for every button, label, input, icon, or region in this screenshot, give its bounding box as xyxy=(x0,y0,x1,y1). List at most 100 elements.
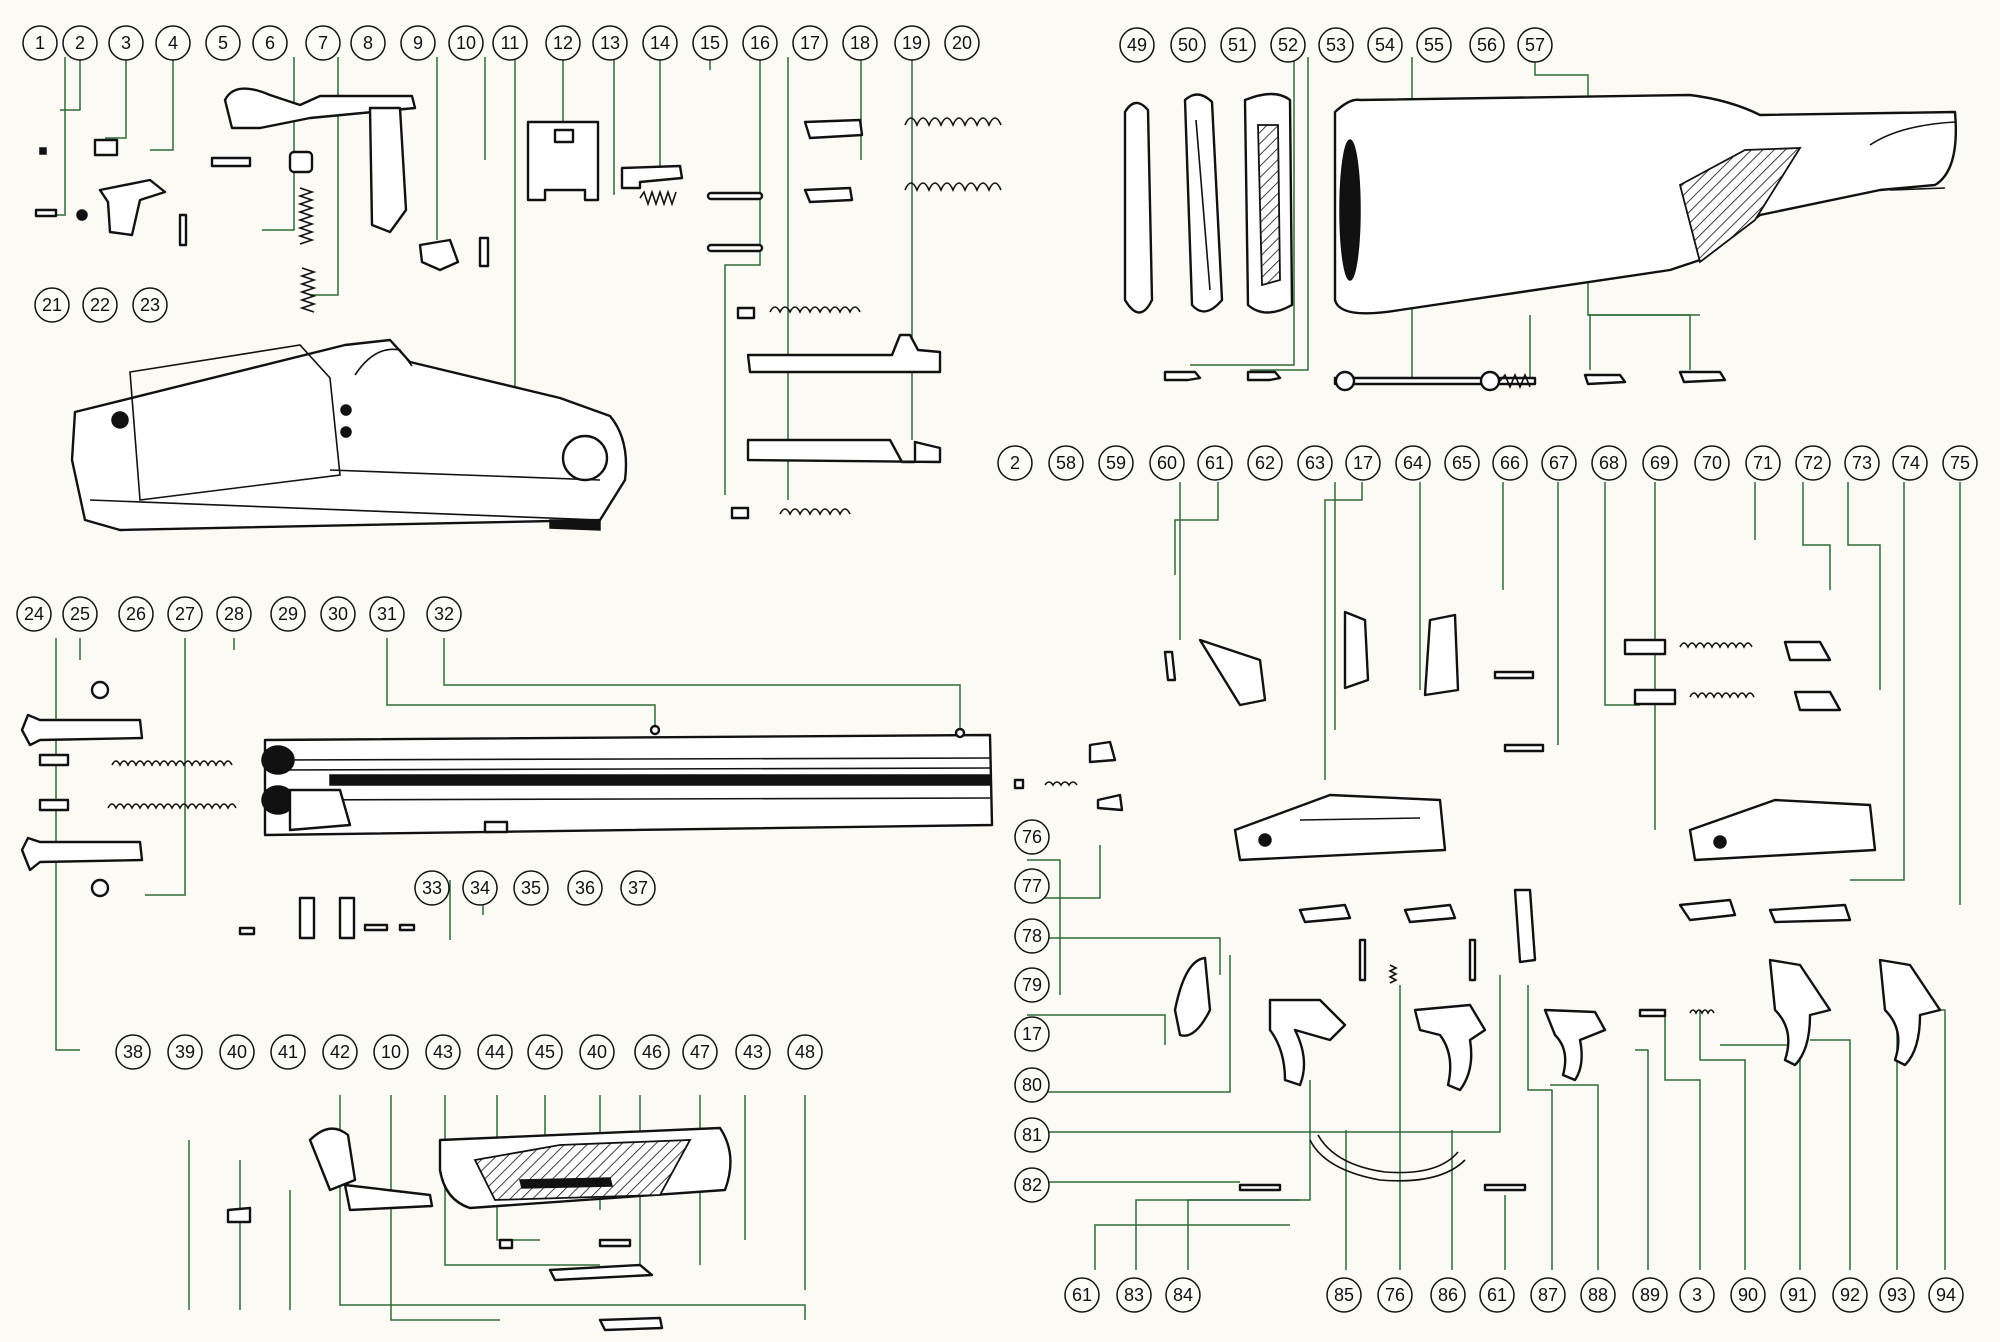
callout-number: 5 xyxy=(218,33,228,53)
callout-number: 20 xyxy=(952,33,972,53)
callout-number: 27 xyxy=(175,604,195,624)
callout-43: 43 xyxy=(735,1034,771,1070)
callout-number: 55 xyxy=(1424,35,1444,55)
callout-57: 57 xyxy=(1517,27,1553,63)
callout-32: 32 xyxy=(426,596,462,632)
callout-85: 85 xyxy=(1326,1277,1362,1313)
callout-83: 83 xyxy=(1116,1277,1152,1313)
callout-21: 21 xyxy=(34,287,70,323)
callout-45: 45 xyxy=(527,1034,563,1070)
callout-10: 10 xyxy=(373,1034,409,1070)
callout-number: 61 xyxy=(1205,453,1225,473)
forend xyxy=(226,1126,732,1332)
callout-number: 60 xyxy=(1157,453,1177,473)
callout-60: 60 xyxy=(1149,445,1185,481)
callout-number: 39 xyxy=(175,1042,195,1062)
callout-number: 36 xyxy=(575,878,595,898)
callout-76: 76 xyxy=(1014,819,1050,855)
callout-number: 49 xyxy=(1127,35,1147,55)
callout-5: 5 xyxy=(205,25,241,61)
callout-74: 74 xyxy=(1892,445,1928,481)
callout-61: 61 xyxy=(1197,445,1233,481)
callout-number: 3 xyxy=(121,33,131,53)
callout-84: 84 xyxy=(1165,1277,1201,1313)
callout-number: 50 xyxy=(1178,35,1198,55)
callout-number: 80 xyxy=(1022,1075,1042,1095)
callout-53: 53 xyxy=(1318,27,1354,63)
callout-91: 91 xyxy=(1780,1277,1816,1313)
callout-79: 79 xyxy=(1014,967,1050,1003)
callout-23: 23 xyxy=(132,287,168,323)
callout-number: 70 xyxy=(1702,453,1722,473)
callout-2: 2 xyxy=(62,25,98,61)
callout-number: 16 xyxy=(750,33,770,53)
callout-71: 71 xyxy=(1745,445,1781,481)
callout-number: 72 xyxy=(1803,453,1823,473)
callout-94: 94 xyxy=(1928,1277,1964,1313)
callout-number: 23 xyxy=(140,295,160,315)
callout-number: 91 xyxy=(1788,1285,1808,1305)
callout-46: 46 xyxy=(634,1034,670,1070)
callout-3: 3 xyxy=(1679,1277,1715,1313)
callout-number: 2 xyxy=(1010,453,1020,473)
top-left-small-parts xyxy=(34,87,1002,313)
callout-47: 47 xyxy=(682,1034,718,1070)
callout-number: 8 xyxy=(363,33,373,53)
callout-15: 15 xyxy=(692,25,728,61)
callout-number: 30 xyxy=(328,604,348,624)
callout-number: 25 xyxy=(70,604,90,624)
callout-number: 59 xyxy=(1106,453,1126,473)
ejector-parts xyxy=(20,680,237,898)
callout-81: 81 xyxy=(1014,1117,1050,1153)
callout-2: 2 xyxy=(997,445,1033,481)
callout-68: 68 xyxy=(1591,445,1627,481)
callout-number: 77 xyxy=(1022,876,1042,896)
callout-67: 67 xyxy=(1541,445,1577,481)
callout-62: 62 xyxy=(1247,445,1283,481)
callout-13: 13 xyxy=(592,25,628,61)
callout-number: 17 xyxy=(800,33,820,53)
callout-number: 85 xyxy=(1334,1285,1354,1305)
callout-26: 26 xyxy=(118,596,154,632)
callout-6: 6 xyxy=(252,25,288,61)
callout-24: 24 xyxy=(16,596,52,632)
callout-22: 22 xyxy=(82,287,118,323)
callout-38: 38 xyxy=(115,1034,151,1070)
callout-42: 42 xyxy=(322,1034,358,1070)
callout-number: 52 xyxy=(1278,35,1298,55)
callout-number: 68 xyxy=(1599,453,1619,473)
callout-16: 16 xyxy=(742,25,778,61)
callout-number: 31 xyxy=(377,604,397,624)
callout-48: 48 xyxy=(787,1034,823,1070)
callout-34: 34 xyxy=(462,870,498,906)
callout-number: 37 xyxy=(628,878,648,898)
callout-number: 78 xyxy=(1022,926,1042,946)
callout-number: 76 xyxy=(1022,827,1042,847)
callout-18: 18 xyxy=(842,25,878,61)
callout-number: 54 xyxy=(1375,35,1395,55)
callout-number: 24 xyxy=(24,604,44,624)
callout-number: 43 xyxy=(433,1042,453,1062)
callout-75: 75 xyxy=(1942,445,1978,481)
callout-number: 12 xyxy=(553,33,573,53)
callout-54: 54 xyxy=(1367,27,1403,63)
callout-58: 58 xyxy=(1048,445,1084,481)
callout-89: 89 xyxy=(1632,1277,1668,1313)
callout-number: 40 xyxy=(227,1042,247,1062)
callout-number: 22 xyxy=(90,295,110,315)
callout-90: 90 xyxy=(1730,1277,1766,1313)
callout-number: 7 xyxy=(318,33,328,53)
callout-number: 4 xyxy=(168,33,178,53)
callout-number: 34 xyxy=(470,878,490,898)
callout-41: 41 xyxy=(270,1034,306,1070)
callout-number: 94 xyxy=(1936,1285,1956,1305)
callout-70: 70 xyxy=(1694,445,1730,481)
callout-number: 42 xyxy=(330,1042,350,1062)
callout-64: 64 xyxy=(1395,445,1431,481)
barrel-small-parts xyxy=(238,896,416,940)
callout-number: 86 xyxy=(1438,1285,1458,1305)
callout-number: 21 xyxy=(42,295,62,315)
callout-number: 93 xyxy=(1887,1285,1907,1305)
callout-43: 43 xyxy=(425,1034,461,1070)
callout-number: 17 xyxy=(1353,453,1373,473)
